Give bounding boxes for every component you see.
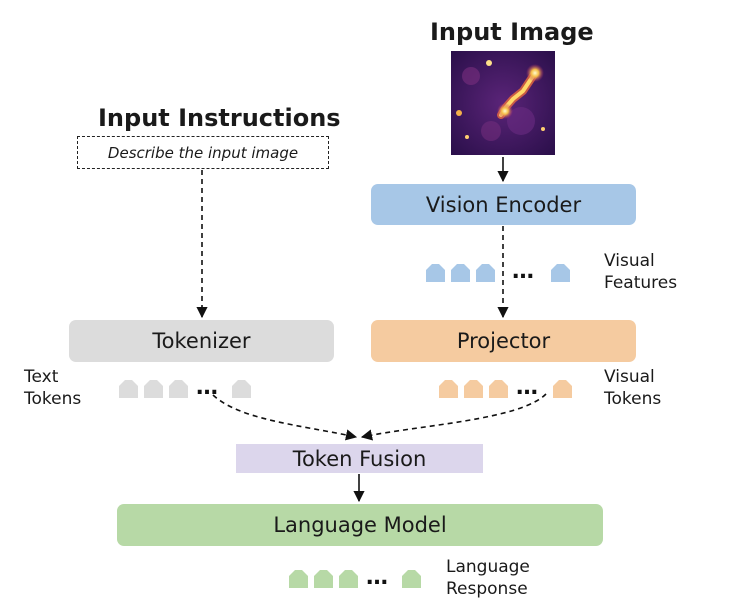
visual-token-icon [553,380,572,398]
response-token-icon [289,570,308,588]
input-image-title: Input Image [430,18,594,46]
visual-features-label: Visual Features [604,250,677,294]
instruction-prompt-text: Describe the input image [107,143,299,162]
language-response-line2: Response [446,579,528,599]
text-tokens-line2: Tokens [24,389,82,409]
visual-tokens-line2: Tokens [604,389,662,409]
visual-token-icon [464,380,483,398]
tokenizer-label: Tokenizer [152,329,251,353]
visual-feature-icon [426,264,445,282]
visual-tokens-line1: Visual [604,367,655,387]
text-token-icon [144,380,163,398]
visual-tokens-label: Visual Tokens [604,366,661,410]
response-token-icon [402,570,421,588]
token-fusion-label: Token Fusion [292,446,427,471]
visual-feature-icon [551,264,570,282]
visual-token-ellipsis: … [516,375,538,400]
text-token-icon [169,380,188,398]
visual-token-icon [489,380,508,398]
tokenizer-box: Tokenizer [69,320,334,362]
instruction-prompt-box: Describe the input image [77,136,329,169]
text-tokens-label: Text Tokens [24,366,81,410]
language-response-label: Language Response [446,556,530,600]
visual-token-icon [439,380,458,398]
text-token-icon [119,380,138,398]
language-model-box: Language Model [117,504,603,546]
visual-features-line1: Visual [604,251,655,271]
input-image [451,51,555,155]
arrow-text-tokens-to-fusion [212,394,358,441]
arrow-visual-tokens-to-fusion [360,393,547,441]
response-token-icon [314,570,333,588]
text-tokens-line1: Text [24,367,59,387]
text-token-icon [232,380,251,398]
token-fusion-box: Token Fusion [236,444,483,473]
visual-features-line2: Features [604,273,678,293]
visual-feature-icon [476,264,495,282]
language-response-line1: Language [446,557,530,577]
vision-encoder-label: Vision Encoder [425,192,582,217]
response-token-icon [339,570,358,588]
visual-feature-icon [451,264,470,282]
visual-feature-ellipsis: … [512,259,534,284]
language-model-label: Language Model [273,513,447,537]
projector-box: Projector [371,320,636,362]
vision-encoder-box: Vision Encoder [371,184,636,225]
response-token-ellipsis: … [366,565,388,590]
projector-label: Projector [456,329,551,353]
text-token-ellipsis: … [196,375,218,400]
input-instructions-title: Input Instructions [98,104,341,132]
